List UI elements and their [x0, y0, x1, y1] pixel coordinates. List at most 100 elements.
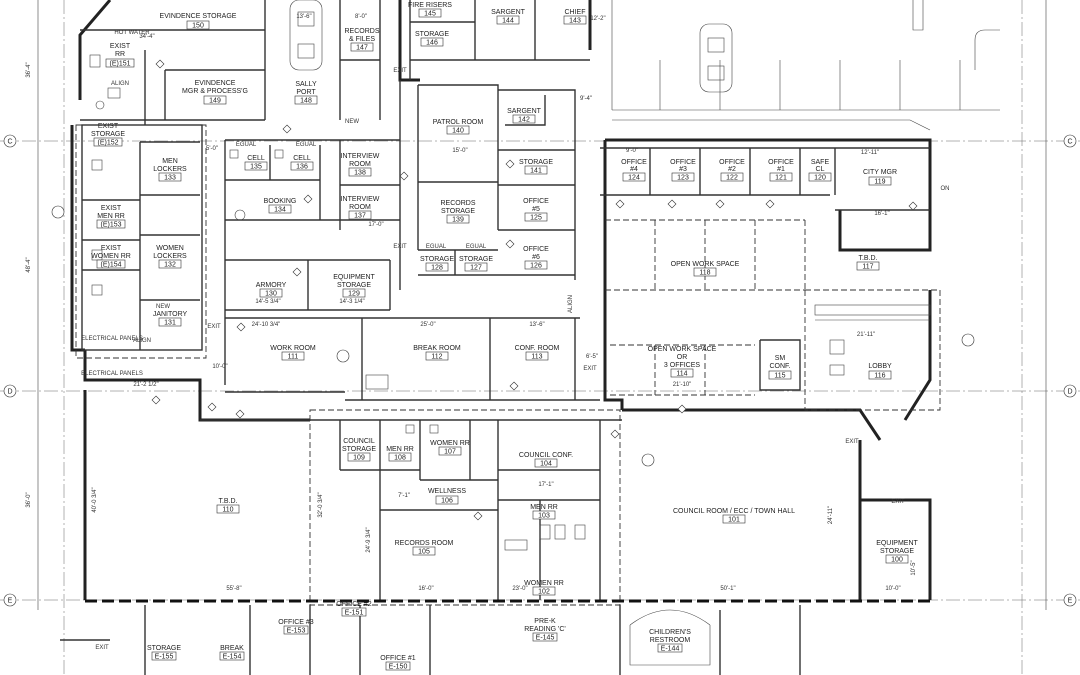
room-wellness: WELLNESS 106: [428, 488, 466, 505]
svg-text:E-154: E-154: [223, 654, 242, 661]
room-cell-135: CELL 135: [244, 155, 268, 171]
svg-text:SALLY: SALLY: [295, 81, 317, 88]
parking-area: [289, 0, 1000, 131]
svg-text:117: 117: [862, 264, 873, 271]
dashed-boundaries: [75, 124, 941, 606]
room-men-rr-108: MEN RR 108: [386, 446, 414, 462]
note-egual: EGUAL: [296, 142, 317, 148]
svg-text:STORAGE: STORAGE: [91, 131, 125, 138]
svg-text:149: 149: [209, 98, 221, 105]
svg-text:118: 118: [699, 270, 710, 277]
room-janitory: JANITORY 131: [153, 311, 188, 327]
svg-text:ARMORY: ARMORY: [256, 282, 287, 289]
svg-text:124: 124: [628, 175, 640, 182]
svg-text:WOMEN: WOMEN: [156, 245, 184, 252]
exit-sign: EXIT: [95, 645, 109, 651]
svg-text:FIRE RISERS: FIRE RISERS: [408, 2, 452, 9]
room-exist-storage-152: EXIST STORAGE (E)152: [91, 123, 125, 147]
svg-text:E-153: E-153: [287, 628, 306, 635]
room-interview-138: INTERVIEW ROOM 138: [341, 153, 380, 177]
room-office-1: OFFICE #1 121: [768, 159, 794, 182]
room-work-room: WORK ROOM 111: [270, 345, 316, 361]
svg-text:INTERVIEW: INTERVIEW: [341, 196, 380, 203]
svg-text:14'-3 1/4": 14'-3 1/4": [339, 299, 364, 305]
note-on: ON: [941, 186, 950, 192]
svg-text:50'-1": 50'-1": [720, 586, 735, 592]
svg-text:EXIST: EXIST: [98, 123, 119, 130]
svg-text:MEN RR: MEN RR: [386, 446, 414, 453]
svg-text:OFFICE: OFFICE: [670, 159, 696, 166]
svg-text:OFFICE: OFFICE: [523, 198, 549, 205]
svg-text:8'-0": 8'-0": [355, 14, 367, 20]
interior-walls: [60, 0, 930, 675]
svg-text:MEN: MEN: [162, 158, 178, 165]
svg-text:24'-11": 24'-11": [828, 506, 834, 524]
room-office-e150: OFFICE #1 E-150: [380, 655, 416, 671]
svg-text:36'-4": 36'-4": [26, 62, 32, 77]
svg-text:MGR & PROCESS'G: MGR & PROCESS'G: [182, 88, 248, 95]
note-new: NEW: [345, 119, 359, 125]
svg-text:138: 138: [354, 170, 366, 177]
svg-text:WOMEN RR: WOMEN RR: [91, 253, 131, 260]
svg-text:116: 116: [874, 373, 885, 380]
note-egual: EGUAL: [466, 244, 487, 250]
exit-sign: EXIT: [207, 324, 221, 330]
grid-label: E: [1068, 598, 1073, 605]
svg-text:126: 126: [530, 263, 542, 270]
svg-text:E-150: E-150: [389, 664, 408, 671]
svg-text:121: 121: [775, 175, 787, 182]
svg-text:(E)154: (E)154: [100, 262, 121, 269]
svg-text:148: 148: [300, 98, 312, 105]
svg-text:OFFICE: OFFICE: [719, 159, 745, 166]
note-align: ALIGN: [111, 81, 129, 87]
svg-text:CHIEF: CHIEF: [565, 9, 586, 16]
svg-text:130: 130: [265, 291, 277, 298]
svg-text:MEN RR: MEN RR: [530, 504, 558, 511]
plan-notes: HOT WATER ALIGN ALIGN ALIGN EGUAL EGUAL …: [81, 30, 949, 651]
svg-text:(E)153: (E)153: [100, 222, 121, 229]
detail-tags: [51, 59, 975, 521]
svg-text:40'-0 3/4": 40'-0 3/4": [92, 487, 98, 512]
svg-text:145: 145: [424, 11, 436, 18]
svg-text:32'-0 3/4": 32'-0 3/4": [318, 492, 324, 517]
svg-text:119: 119: [874, 179, 885, 186]
svg-text:140: 140: [452, 128, 464, 135]
svg-text:EQUIPMENT: EQUIPMENT: [333, 274, 375, 281]
svg-text:OPEN WORK SPACE: OPEN WORK SPACE: [671, 261, 740, 268]
svg-text:#5: #5: [532, 206, 540, 213]
svg-text:55'-8": 55'-8": [226, 586, 241, 592]
svg-text:INTERVIEW: INTERVIEW: [341, 153, 380, 160]
room-storage-146: STORAGE 146: [415, 31, 449, 47]
svg-text:WOMEN RR: WOMEN RR: [430, 440, 470, 447]
svg-text:107: 107: [444, 449, 456, 456]
svg-text:104: 104: [540, 461, 552, 468]
room-records-storage: RECORDS STORAGE 139: [440, 200, 475, 224]
svg-text:OFFICE #2: OFFICE #2: [336, 601, 372, 608]
svg-text:123: 123: [677, 175, 689, 182]
room-evidence-mgr: EVINDENCE MGR & PROCESS'G 149: [182, 80, 248, 105]
svg-text:7'-1": 7'-1": [398, 493, 410, 499]
svg-text:EXIST: EXIST: [101, 245, 122, 252]
svg-text:STORAGE: STORAGE: [415, 31, 449, 38]
room-council-storage: COUNCIL STORAGE 109: [342, 438, 376, 462]
svg-text:CL: CL: [816, 166, 825, 173]
svg-text:12'-2": 12'-2": [590, 16, 605, 22]
room-pre-k: PRE-K READING 'C' E-145: [524, 618, 566, 642]
room-childrens-restroom: CHILDREN'S RESTROOM E-144: [649, 629, 691, 653]
svg-text:9'-4": 9'-4": [580, 96, 592, 102]
svg-text:24'-10 3/4": 24'-10 3/4": [252, 322, 281, 328]
svg-text:PORT: PORT: [296, 89, 316, 96]
note-align: ALIGN: [568, 295, 574, 313]
car-icon: [289, 0, 323, 71]
svg-text:RECORDS: RECORDS: [440, 200, 475, 207]
svg-text:SARGENT: SARGENT: [491, 9, 526, 16]
svg-text:15'-0": 15'-0": [452, 148, 467, 154]
svg-text:#4: #4: [630, 166, 638, 173]
note-elec: ELECTRICAL PANELS: [81, 371, 143, 377]
svg-text:PRE-K: PRE-K: [534, 618, 556, 625]
svg-text:RECORDS ROOM: RECORDS ROOM: [395, 540, 454, 547]
svg-text:EVINDENCE STORAGE: EVINDENCE STORAGE: [160, 13, 237, 20]
svg-text:21'-10": 21'-10": [673, 382, 692, 388]
grid-label: C: [7, 139, 12, 146]
svg-text:MEN RR: MEN RR: [97, 213, 125, 220]
